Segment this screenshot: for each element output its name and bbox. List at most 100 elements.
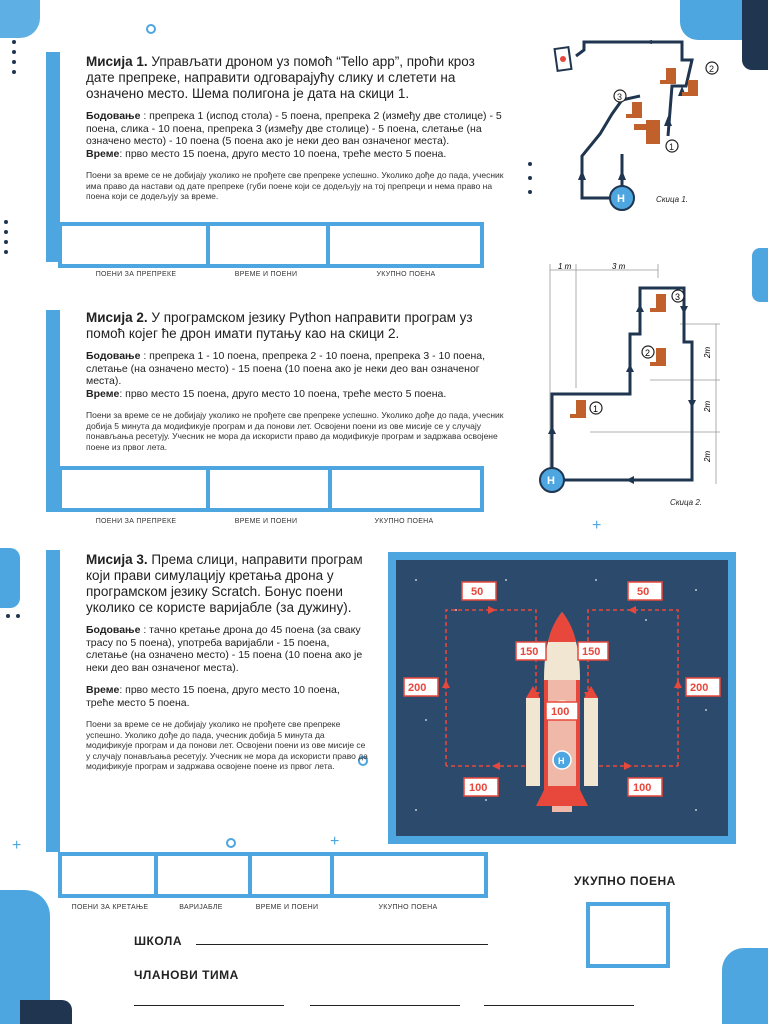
box-label: ВАРИЈАБЛЕ: [179, 904, 223, 911]
value-label: 100: [469, 782, 487, 794]
decor-dot: [6, 614, 10, 618]
mission2-scoring: Бодовање : препрека 1 - 10 поена, препре…: [86, 350, 486, 387]
decor-dot: [12, 70, 16, 74]
sketch2-caption: Скица 2.: [670, 498, 703, 507]
score-box-time[interactable]: [206, 222, 330, 268]
decor-dot: [16, 614, 20, 618]
mission3-score-boxes: [58, 852, 488, 898]
marker-1: 1: [669, 142, 674, 152]
mission1-score-boxes: [58, 222, 484, 268]
decor-dot: [12, 60, 16, 64]
marker-3: 3: [617, 92, 622, 102]
value-label: 200: [408, 682, 426, 694]
mission1-time: Време: прво место 15 поена, друго место …: [86, 147, 447, 160]
mission3-time: Време: прво место 15 поена, друго место …: [86, 684, 340, 709]
box-label: УКУПНО ПОЕНА: [376, 271, 436, 278]
team-member-field-3[interactable]: [484, 1005, 634, 1006]
value-label: 150: [582, 646, 600, 658]
box-label: УКУПНО ПОЕНА: [374, 518, 434, 525]
total-points-box[interactable]: [586, 902, 670, 968]
box-label: ВРЕМЕ И ПОЕНИ: [255, 904, 319, 911]
marker-3: 3: [675, 292, 680, 302]
value-label: 50: [637, 586, 649, 598]
side-shape-left: [0, 548, 20, 608]
mission3-note: Поени за време се не добијају уколико не…: [86, 719, 368, 771]
mission1-heading: Мисија 1. Управљати дроном уз помоћ “Tel…: [86, 54, 475, 101]
rocket-icon: [526, 612, 598, 812]
mission2-heading: Мисија 2. У програмском језику Python на…: [86, 310, 473, 341]
side-shape-right: [752, 248, 768, 302]
mission2-bar: [46, 310, 60, 512]
team-member-field-2[interactable]: [310, 1005, 460, 1006]
helipad-label: H: [617, 193, 625, 205]
corner-shape-bottom-right: [722, 948, 768, 1024]
score-box-time[interactable]: [206, 466, 332, 512]
box-label: ВРЕМЕ И ПОЕНИ: [234, 518, 298, 525]
dim-label: 2m: [703, 401, 712, 413]
school-field[interactable]: [196, 944, 488, 945]
rocket-diagram: H 50 50 150 150 200 200 100 100 100: [396, 560, 728, 836]
mission2-score-boxes: [58, 466, 484, 512]
decor-dot: [528, 176, 532, 180]
mission2-text: Мисија 2. У програмском језику Python на…: [86, 310, 510, 452]
mission3-scoring: Бодовање : тачно кретање дрона до 45 пое…: [86, 624, 363, 674]
mission2-note: Поени за време се не добијају уколико не…: [86, 410, 504, 452]
mission1-scoring: Бодовање : препрека 1 (испод стола) - 5 …: [86, 110, 502, 147]
value-label: 50: [471, 586, 483, 598]
sketch1-diagram: 2 3 1 H: [553, 40, 719, 211]
value-label: 150: [520, 646, 538, 658]
score-box-variables[interactable]: [154, 852, 252, 898]
box-label: ПОЕНИ ЗА ПРЕПРЕКЕ: [95, 271, 177, 278]
decor-dot: [528, 190, 532, 194]
helipad-label: H: [547, 475, 555, 487]
decor-dot: [528, 162, 532, 166]
mission2-time: Време: прво место 15 поена, друго место …: [86, 387, 447, 400]
sketch2-diagram: 1 m 3 m 2m 2m 2m 1 2 3 H: [539, 262, 720, 493]
score-box-time[interactable]: [248, 852, 334, 898]
sketch1-caption: Скица 1.: [656, 195, 689, 204]
decor-plus: +: [12, 837, 22, 854]
score-box-total[interactable]: [330, 852, 488, 898]
decor-circle: [226, 838, 236, 848]
decor-dot: [4, 230, 8, 234]
dim-label: 2m: [703, 347, 712, 359]
marker-2: 2: [645, 348, 650, 358]
marker-2: 2: [709, 64, 714, 74]
helipad-icon: [552, 750, 572, 770]
decor-dot: [12, 40, 16, 44]
mission3-text: Мисија 3. Према слици, направити програм…: [86, 552, 370, 772]
score-box-total[interactable]: [328, 466, 484, 512]
marker-1: 1: [593, 404, 598, 414]
mission1-text: Мисија 1. Управљати дроном уз помоћ “Tel…: [86, 54, 506, 202]
mission3-heading: Мисија 3. Према слици, направити програм…: [86, 552, 363, 615]
decor-dot: [12, 50, 16, 54]
team-member-field-1[interactable]: [134, 1005, 284, 1006]
mission1-bar: [46, 52, 60, 262]
box-label: ВРЕМЕ И ПОЕНИ: [234, 271, 298, 278]
box-label: УКУПНО ПОЕНА: [378, 904, 438, 911]
box-label: ПОЕНИ ЗА ПРЕПРЕКЕ: [95, 518, 177, 525]
score-box-obstacles[interactable]: [58, 466, 210, 512]
decor-dot: [4, 240, 8, 244]
dim-label: 1 m: [558, 262, 572, 271]
decor-circle: [146, 24, 156, 34]
box-label: ПОЕНИ ЗА КРЕТАЊЕ: [71, 904, 149, 911]
helipad-label: H: [558, 756, 565, 766]
decor-dot: [4, 250, 8, 254]
score-box-obstacles[interactable]: [58, 222, 210, 268]
decor-dot: [4, 220, 8, 224]
dim-label: 3 m: [612, 262, 626, 271]
score-box-total[interactable]: [326, 222, 484, 268]
mission1-note: Поени за време се не добијају уколико не…: [86, 170, 504, 201]
value-label: 100: [633, 782, 651, 794]
mission3-bar: [46, 550, 60, 852]
team-members-label: ЧЛАНОВИ ТИМА: [134, 968, 239, 982]
helipad-icon: [609, 185, 635, 211]
total-points-label: УКУПНО ПОЕНА: [574, 874, 676, 888]
chair-icon: [570, 294, 666, 418]
value-label: 100: [551, 706, 569, 718]
score-box-movement[interactable]: [58, 852, 158, 898]
chair-icon: [626, 68, 698, 144]
corner-shape-top-right-2: [742, 0, 768, 70]
school-label: ШКОЛА: [134, 934, 183, 948]
